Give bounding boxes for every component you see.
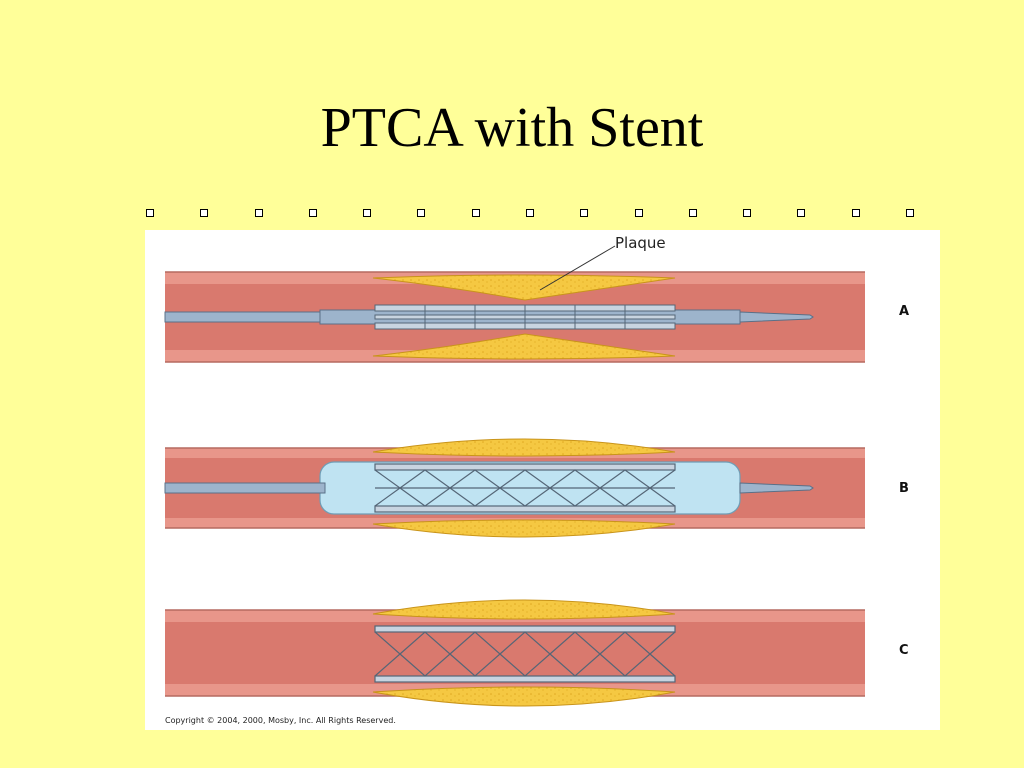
- bullet-square: [363, 209, 371, 217]
- stent-expanding: [374, 463, 676, 513]
- plaque-top: [372, 599, 676, 620]
- plaque-bottom: [372, 686, 676, 707]
- plaque-bottom: [372, 333, 676, 360]
- bullet-square: [743, 209, 751, 217]
- plaque-bottom: [372, 519, 676, 538]
- bullet-square: [797, 209, 805, 217]
- bullet-square: [526, 209, 534, 217]
- panel-label-a: A: [899, 304, 910, 319]
- bullet-square: [255, 209, 263, 217]
- bullet-square: [146, 209, 154, 217]
- bullet-square: [309, 209, 317, 217]
- stent-crimped: [374, 304, 676, 330]
- bullet-square: [906, 209, 914, 217]
- stent-diagram-figure: Plaque A B C Copyright © 2004, 2000, Mos…: [145, 230, 940, 730]
- plaque-label: Plaque: [615, 234, 666, 252]
- stent-diagram-svg: [164, 245, 865, 707]
- bullet-square: [635, 209, 643, 217]
- panel-b: [164, 438, 865, 538]
- bullet-row: [146, 209, 916, 221]
- plaque-pointer-line: [539, 245, 616, 291]
- panel-c: [165, 599, 865, 707]
- panel-label-c: C: [899, 643, 909, 658]
- catheter-tip: [739, 482, 814, 494]
- plaque-top: [372, 274, 676, 301]
- plaque-top: [372, 438, 676, 457]
- bullet-square: [852, 209, 860, 217]
- bullet-square: [472, 209, 480, 217]
- catheter: [164, 482, 326, 494]
- copyright-notice: Copyright © 2004, 2000, Mosby, Inc. All …: [165, 716, 396, 725]
- catheter: [164, 311, 326, 323]
- catheter-tip: [739, 311, 814, 323]
- bullet-square: [689, 209, 697, 217]
- panel-a: [164, 245, 865, 363]
- bullet-square: [580, 209, 588, 217]
- bullet-square: [417, 209, 425, 217]
- panel-label-b: B: [899, 481, 909, 496]
- bullet-square: [200, 209, 208, 217]
- stent-deployed: [374, 625, 676, 683]
- slide-title: PTCA with Stent: [320, 97, 704, 159]
